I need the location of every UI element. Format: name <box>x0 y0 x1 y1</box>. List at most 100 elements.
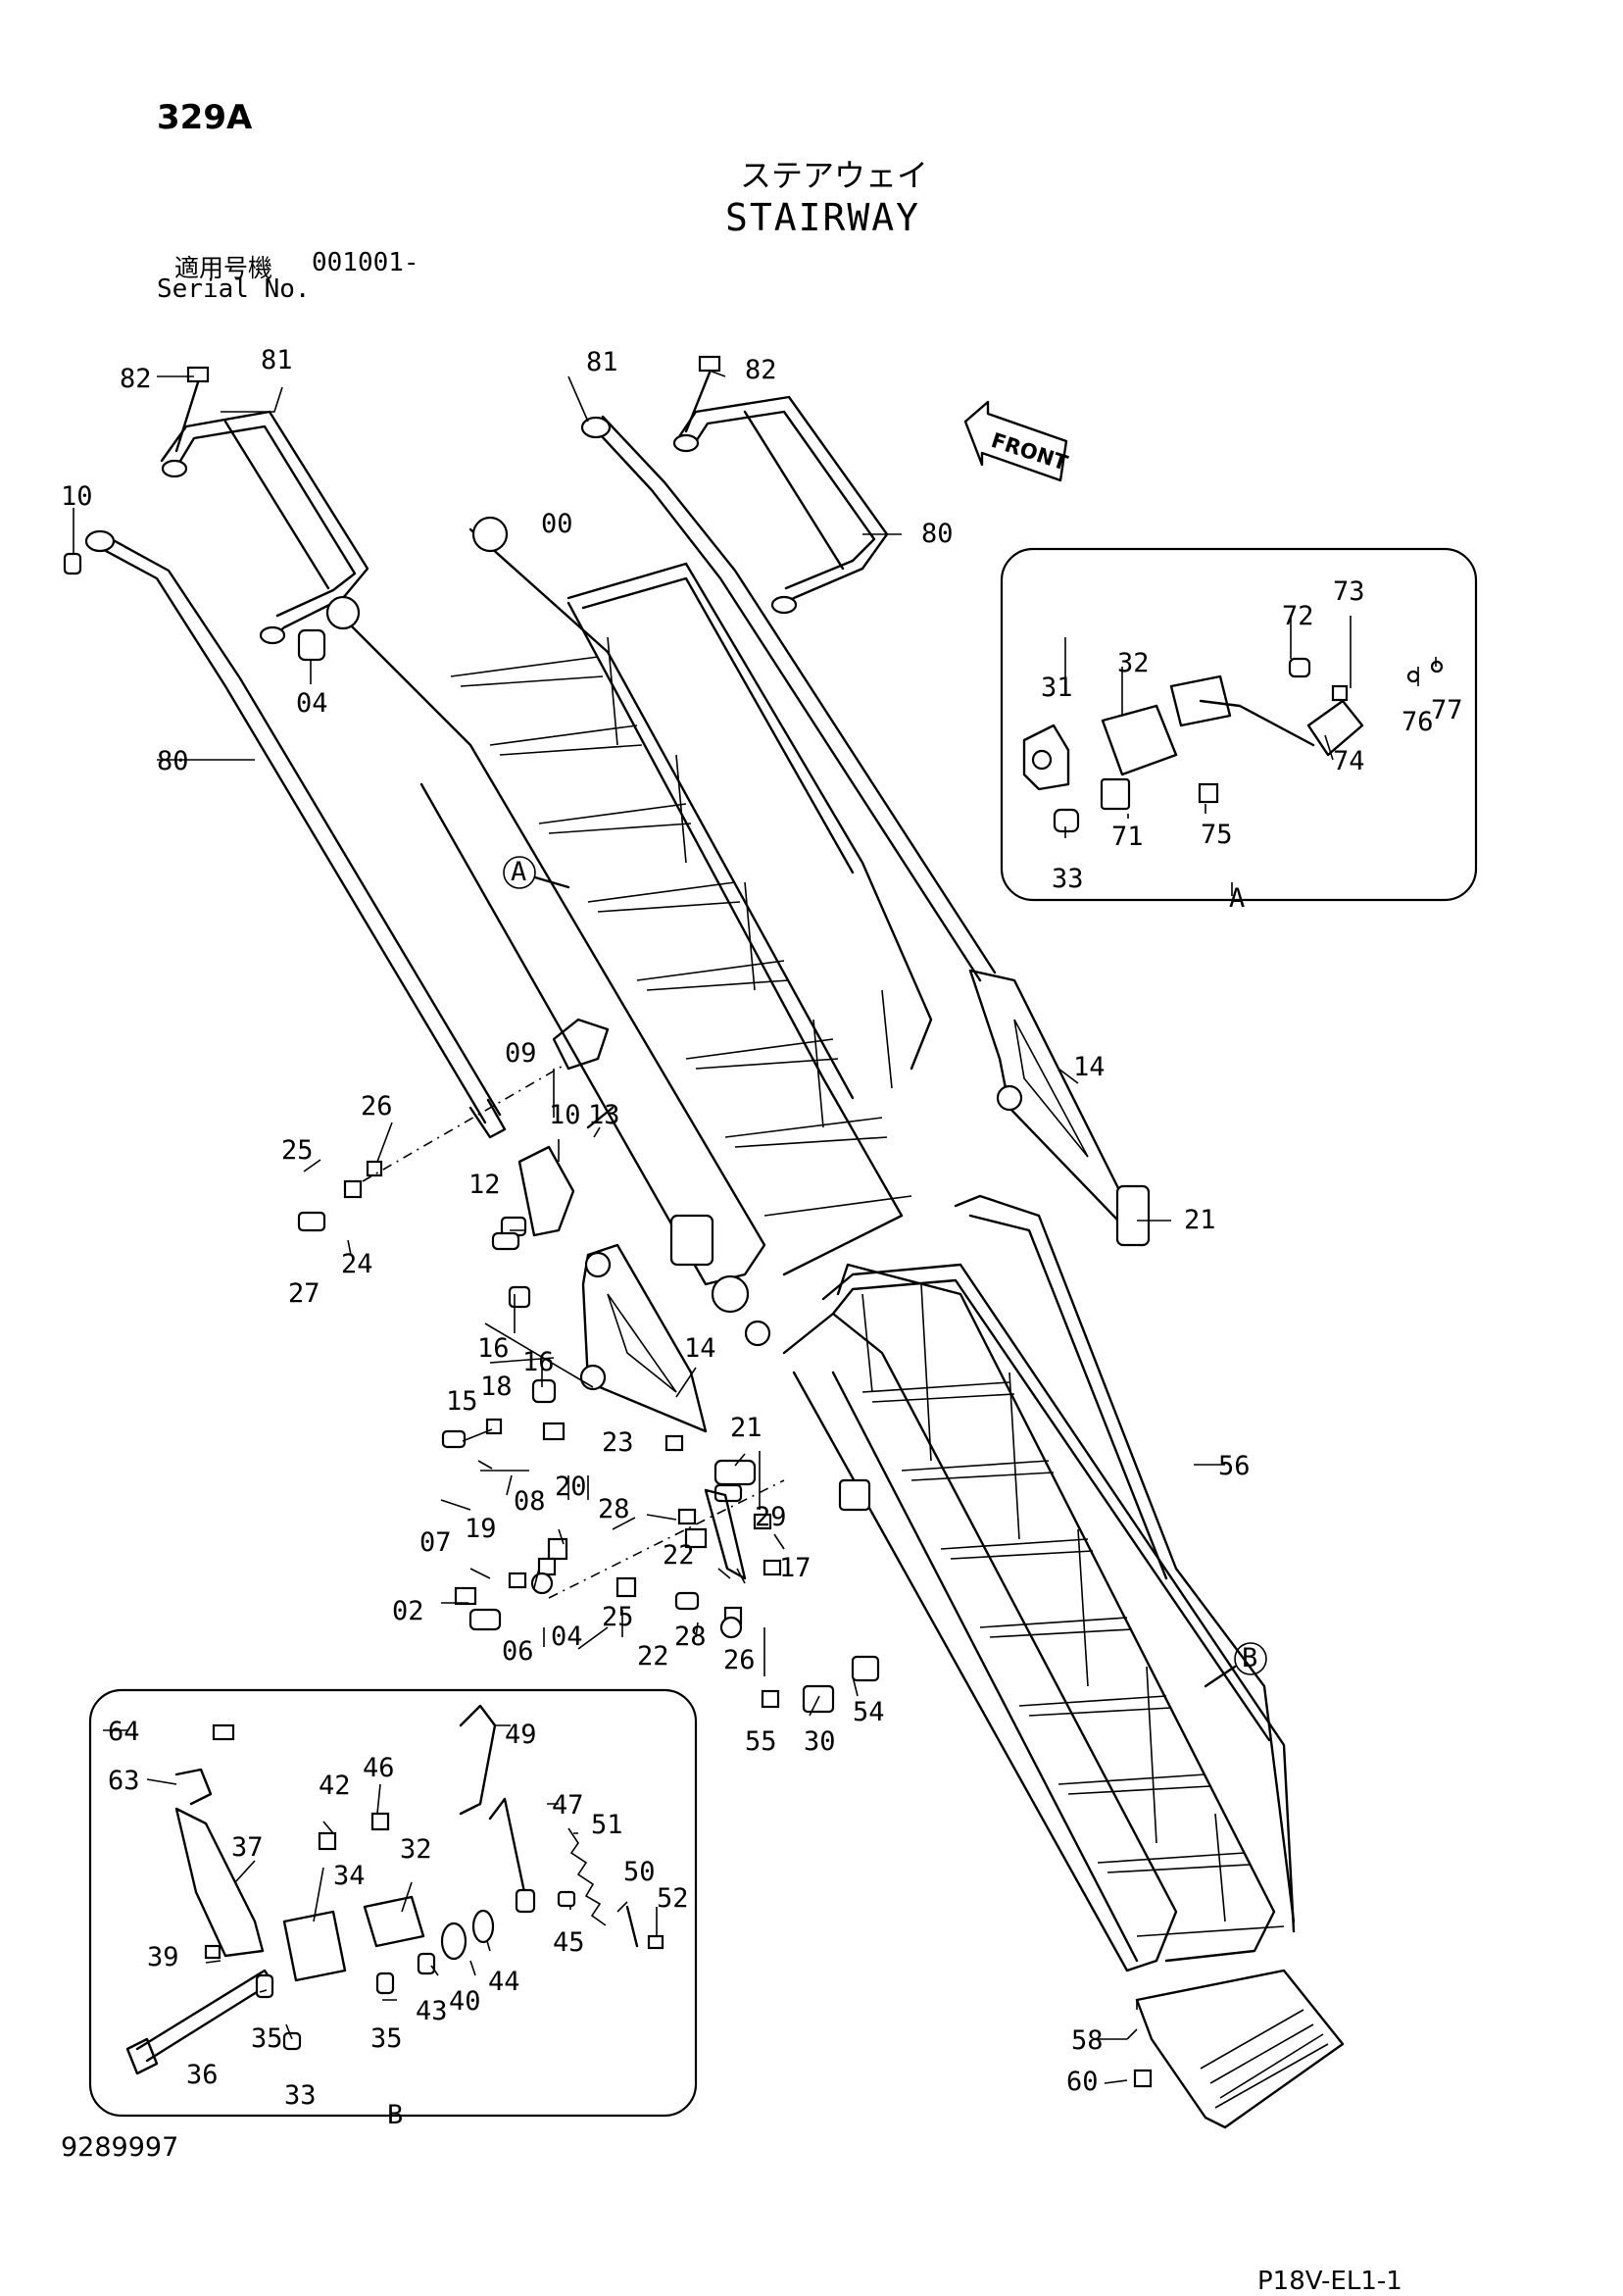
callout-30: 29 <box>755 1502 787 1532</box>
callout-b-37: 37 <box>231 1832 264 1863</box>
callout-b-36: 36 <box>186 2060 219 2090</box>
callout-b-35-b: 35 <box>370 2023 403 2054</box>
callout-b-40: 40 <box>449 1986 481 2017</box>
detail-a-label: A <box>1229 883 1245 914</box>
callout-06: 07 <box>419 1527 452 1558</box>
callout-04: 04 <box>551 1622 583 1652</box>
callout-b-49: 49 <box>505 1720 537 1750</box>
view-marker-a: A <box>511 857 526 887</box>
callout-21-lower: 21 <box>730 1413 762 1443</box>
callout-80-left: 80 <box>157 746 189 776</box>
callout-80-right: 81 <box>586 347 618 377</box>
callout-b-44: 44 <box>488 1967 520 1997</box>
callout-81-left: 81 <box>261 345 293 375</box>
leader-lines <box>73 370 1437 2117</box>
callout-16-b: 16 <box>522 1347 555 1377</box>
serial-label: Serial No. <box>157 275 311 304</box>
callout-26-upper: 26 <box>361 1091 393 1122</box>
callout-b-47: 47 <box>552 1790 584 1821</box>
callout-17: 17 <box>779 1553 812 1583</box>
callout-b-64: 64 <box>108 1717 140 1747</box>
callout-25-lower: 25 <box>602 1602 634 1632</box>
callout-b-43: 43 <box>416 1996 448 2026</box>
sheet-code: P18V-EL1-1 <box>1257 2267 1402 2296</box>
callout-b-35-a: 35 <box>251 2023 283 2054</box>
callout-a-76: 76 <box>1402 707 1434 737</box>
callout-08: 09 <box>505 1038 537 1069</box>
callout-a-72: 72 <box>1282 601 1314 631</box>
front-arrow: FRONT <box>963 400 1071 482</box>
serial-value: 001001- <box>312 248 419 277</box>
callout-a-71: 71 <box>1111 822 1144 852</box>
drawing-number: 9289997 <box>61 2132 179 2163</box>
callout-a-73: 73 <box>1333 576 1365 607</box>
applicable-label: 適用号機 <box>174 254 273 282</box>
left-handrail-assembly <box>63 366 507 1139</box>
callout-14-lower: 14 <box>684 1333 716 1364</box>
callout-26-lower: 26 <box>723 1645 756 1675</box>
callout-61: 60 <box>1066 2067 1099 2097</box>
mid-parts-cluster <box>297 1018 785 1639</box>
callout-b-42: 42 <box>319 1771 351 1801</box>
callout-18: 18 <box>480 1372 513 1402</box>
callout-07: 08 <box>514 1486 546 1517</box>
title-english: STAIRWAY <box>725 196 921 239</box>
callout-a-33: 33 <box>1052 864 1084 894</box>
title-japanese: ステアウェイ <box>740 157 929 194</box>
callout-02: 02 <box>392 1596 424 1626</box>
detail-b-callouts: 64 63 42 46 37 34 32 39 35 35 36 33 43 4… <box>108 1717 689 2130</box>
callout-14-upper: 14 <box>1073 1052 1106 1082</box>
callout-09: 10 <box>61 481 93 512</box>
callout-24: 24 <box>341 1249 373 1279</box>
view-marker-b: B <box>1242 1643 1257 1673</box>
callout-a-74: 74 <box>1333 746 1365 776</box>
callout-23: 23 <box>602 1427 634 1458</box>
callout-b-39: 39 <box>147 1942 179 1972</box>
callout-22-upper: 22 <box>663 1540 695 1571</box>
callout-b-52: 52 <box>657 1883 689 1914</box>
callout-55: 54 <box>853 1697 885 1727</box>
callout-58: 56 <box>1218 1451 1251 1481</box>
callout-b-46: 45 <box>553 1927 585 1958</box>
callout-13: 13 <box>588 1100 620 1130</box>
callout-15: 15 <box>446 1386 478 1417</box>
callout-03: 04 <box>296 688 328 719</box>
callout-29: 28 <box>598 1494 630 1524</box>
callout-b-51: 51 <box>591 1810 623 1840</box>
callout-labels: 82 81 10 04 80 81 82 00 80 14 21 09 26 1… <box>61 345 1251 2097</box>
callout-05: 06 <box>502 1636 534 1667</box>
callout-12: 12 <box>468 1170 501 1200</box>
page-code: 329A <box>157 98 253 137</box>
callout-54: 30 <box>804 1726 836 1757</box>
detail-b-label: B <box>387 2100 403 2130</box>
callout-22-lower: 22 <box>637 1641 669 1672</box>
detail-a-callouts: 31 32 72 73 76 77 74 71 75 33 A <box>1041 576 1463 914</box>
callout-82-left: 82 <box>120 364 152 394</box>
callout-20: 20 <box>555 1472 587 1502</box>
callout-56: 55 <box>745 1726 777 1757</box>
callout-28: 28 <box>674 1622 707 1652</box>
callout-27: 27 <box>288 1278 320 1309</box>
callout-a-75: 75 <box>1201 820 1233 850</box>
callout-19: 19 <box>465 1514 497 1544</box>
callout-b-33: 33 <box>284 2080 317 2111</box>
callout-81-right: 80 <box>921 519 954 549</box>
callout-b-32: 32 <box>400 1834 432 1865</box>
right-handrail-assembly <box>580 355 1151 1247</box>
callout-b-50: 50 <box>623 1857 656 1887</box>
callout-b-34: 34 <box>333 1861 366 1891</box>
callout-60: 58 <box>1071 2025 1104 2056</box>
callout-a-31: 31 <box>1041 673 1073 703</box>
callout-10: 10 <box>549 1100 581 1130</box>
upper-stairway <box>325 516 933 1347</box>
front-arrow-label: FRONT <box>988 428 1070 475</box>
callout-82-right: 82 <box>745 355 777 385</box>
callout-16-a: 16 <box>477 1333 510 1364</box>
callout-25-upper: 25 <box>281 1135 314 1166</box>
lower-stairway <box>761 1194 1345 2129</box>
callout-b-63: 63 <box>108 1766 140 1796</box>
callout-a-32: 32 <box>1117 648 1150 678</box>
callout-b-45: 46 <box>363 1753 395 1783</box>
